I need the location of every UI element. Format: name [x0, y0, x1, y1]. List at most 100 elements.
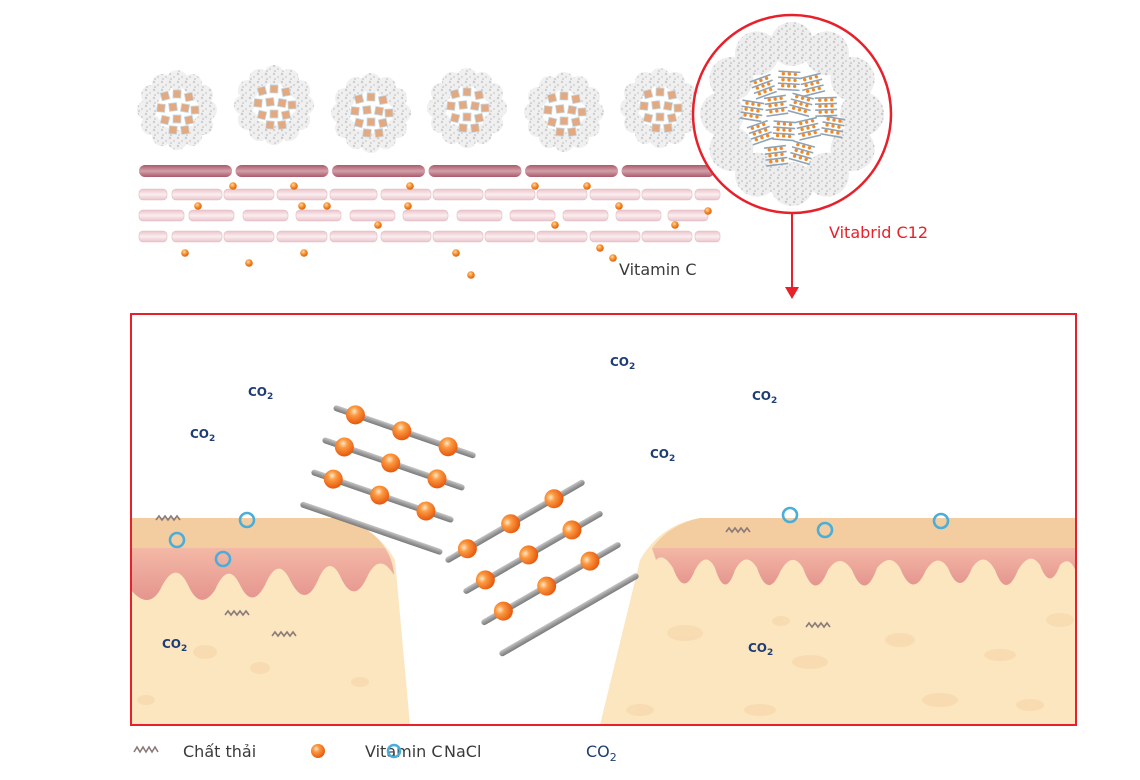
mini-ball: [761, 84, 765, 88]
mini-rod: [772, 132, 795, 136]
stratum-cell: [621, 165, 715, 177]
mini-ball: [773, 147, 777, 151]
mini-ball: [769, 110, 773, 114]
mini-plate-stack: [763, 144, 789, 167]
mini-ball: [838, 119, 842, 123]
vitamin-c-plate: [546, 116, 558, 128]
skin-cell: [536, 230, 588, 243]
fluff-bead: [264, 125, 284, 145]
mini-ball: [803, 77, 807, 82]
vitamin-c-dot: [404, 202, 412, 210]
mini-ball: [767, 98, 771, 102]
vitamin-c-plate: [265, 97, 275, 107]
particle-cluster: [137, 70, 217, 150]
nacl-ring-icon: [386, 743, 402, 759]
mini-ball: [757, 91, 762, 96]
vitamin-c-plate: [377, 94, 389, 106]
vitamin-c-plate: [546, 92, 558, 104]
mini-ball: [780, 83, 785, 88]
mini-ball: [794, 148, 798, 153]
nacl-ring: [238, 511, 256, 529]
skin-cell: [484, 230, 536, 243]
skin-cell: [329, 188, 378, 201]
mini-ball: [814, 75, 819, 79]
mini-ball: [762, 122, 766, 127]
vitamin-c-dot: [298, 202, 306, 210]
skin-cell: [188, 209, 235, 222]
skin-cell: [276, 230, 328, 243]
waste-squiggle: [805, 621, 831, 629]
mini-ball: [810, 82, 814, 86]
vitamin-c-plate: [462, 87, 472, 97]
mini-ball: [776, 127, 780, 132]
mini-ball: [763, 128, 768, 132]
fluff-bead: [361, 73, 381, 93]
vitamin-c-plate: [655, 112, 665, 122]
mini-ball: [804, 83, 808, 88]
mini-ball: [743, 113, 747, 117]
mini-ball: [803, 109, 807, 114]
mini-ball: [780, 152, 784, 156]
fluff-bead: [391, 103, 411, 123]
plate-rod: [499, 573, 639, 657]
vitamin-c-dots: [181, 182, 712, 279]
vitamin-c-plate: [190, 105, 200, 115]
particle-cluster: [524, 72, 604, 152]
skin-cell: [456, 209, 503, 222]
fluff-bead: [249, 69, 269, 90]
vitamin-c-plate: [567, 127, 577, 137]
vitamin-c-plate: [159, 114, 171, 126]
mini-plate-stack: [746, 119, 774, 146]
mini-ball: [800, 127, 804, 132]
vitamin-c-plate: [384, 108, 394, 118]
legend-item-co2: CO2: [586, 742, 617, 764]
skin-cell: [589, 188, 641, 201]
mini-ball: [813, 130, 817, 135]
skin-cell: [615, 209, 662, 222]
mini-ball: [757, 103, 761, 107]
waste-squiggle: [271, 630, 297, 638]
mini-plate-stack: [777, 70, 801, 92]
mini-ball: [812, 124, 816, 129]
nacl-rings: [168, 506, 950, 568]
mini-ball: [775, 109, 779, 113]
nacl-ring: [214, 550, 232, 568]
stratum-cell: [235, 165, 329, 177]
mini-ball: [766, 82, 771, 86]
mini-ball: [824, 110, 828, 114]
mini-ball: [788, 128, 792, 133]
mini-ball: [764, 76, 769, 81]
skin-cross-section: [131, 518, 1076, 725]
vitamin-c-plate: [666, 89, 678, 101]
skin-cell: [509, 209, 556, 222]
co2-label: CO2: [610, 355, 635, 372]
nacl-ring: [932, 512, 950, 530]
vitamin-c-plate: [156, 103, 166, 113]
co2-label: CO2: [190, 427, 215, 444]
vitamin-c-plate: [287, 100, 297, 110]
right-skin-pink-layer: [652, 548, 1076, 586]
skin-cell: [138, 188, 168, 201]
mini-ball: [791, 106, 796, 110]
fluff-bead: [167, 70, 187, 90]
fluff-bead: [331, 103, 351, 123]
vitamin-c-plate: [663, 123, 673, 133]
mini-rod: [795, 116, 818, 124]
mini-ball: [800, 150, 804, 154]
mini-ball: [788, 122, 793, 127]
skin-cell: [562, 209, 609, 222]
fluff-bead: [152, 74, 172, 95]
vitamin-c-plate: [469, 100, 481, 112]
mini-ball: [768, 104, 772, 108]
mini-ball: [756, 124, 760, 129]
fluff-bead: [264, 65, 284, 85]
vitamin-c-plate: [473, 89, 485, 101]
dermis-cells: [137, 613, 1074, 716]
vitabrid-plate-stack-left: [300, 405, 476, 555]
vitamin-c-plate: [183, 114, 195, 126]
mini-rod: [793, 140, 816, 148]
mini-ball: [830, 98, 834, 102]
mini-plate-stack: [749, 73, 777, 100]
mini-ball: [792, 84, 797, 89]
fluff-bead: [524, 102, 544, 122]
